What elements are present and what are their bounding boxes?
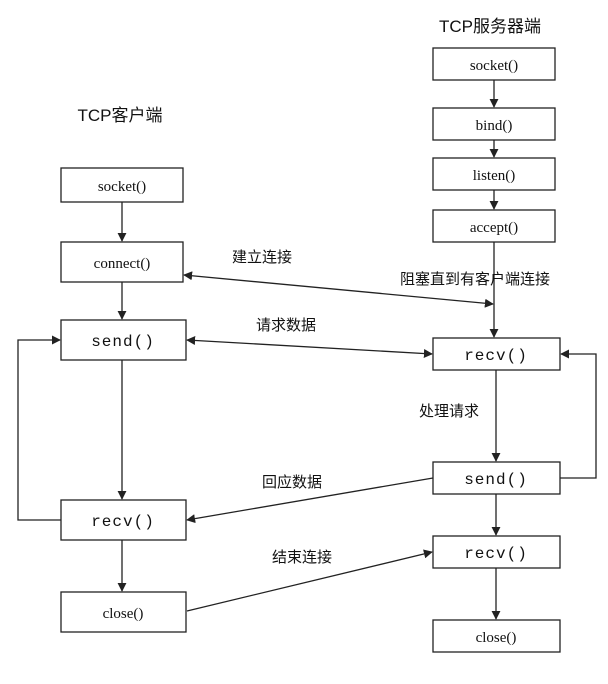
request-data-arrow [186, 335, 433, 359]
request-data-label: 请求数据 [256, 316, 316, 334]
blocked-until-client-label: 阻塞直到有客户端连接 [400, 270, 550, 288]
response-data-arrow [186, 477, 434, 524]
server-loop-arrow [560, 349, 597, 479]
server-accept-label: accept() [470, 220, 518, 236]
server-send-label: send() [464, 471, 528, 489]
server-accept-box: accept() [432, 209, 556, 243]
client-socket-box: socket() [60, 167, 184, 203]
client-loop-arrow [17, 335, 61, 521]
client-send-label: send() [91, 333, 155, 351]
client-connect-box: connect() [60, 241, 184, 283]
client-recv-box: recv() [60, 499, 187, 541]
process-request-label: 处理请求 [419, 402, 479, 420]
client-title: TCP客户端 [78, 106, 163, 125]
client-connect-label: connect() [94, 256, 151, 272]
server-socket-box: socket() [432, 47, 556, 81]
server-title: TCP服务器端 [439, 17, 541, 36]
server-bind-label: bind() [476, 118, 513, 134]
client-recv-label: recv() [91, 513, 155, 531]
end-connection-label: 结束连接 [272, 548, 332, 566]
response-data-label: 回应数据 [262, 473, 322, 491]
establish-connection-label: 建立连接 [232, 248, 292, 266]
client-socket-label: socket() [98, 179, 146, 195]
client-close-label: close() [103, 606, 144, 622]
server-recv-label: recv() [464, 347, 528, 365]
server-close-box: close() [432, 619, 561, 653]
server-recv-end-label: recv() [464, 545, 528, 563]
server-close-label: close() [476, 630, 517, 646]
end-connection-arrow [186, 549, 433, 612]
server-listen-label: listen() [473, 168, 516, 184]
server-socket-label: socket() [470, 58, 518, 74]
server-send-box: send() [432, 461, 561, 495]
server-recv-end-box: recv() [432, 535, 561, 569]
client-close-box: close() [60, 591, 187, 633]
server-recv-box: recv() [432, 337, 561, 371]
server-bind-box: bind() [432, 107, 556, 141]
establish-connection-arrow [183, 271, 494, 308]
client-send-box: send() [60, 319, 187, 361]
server-listen-box: listen() [432, 157, 556, 191]
